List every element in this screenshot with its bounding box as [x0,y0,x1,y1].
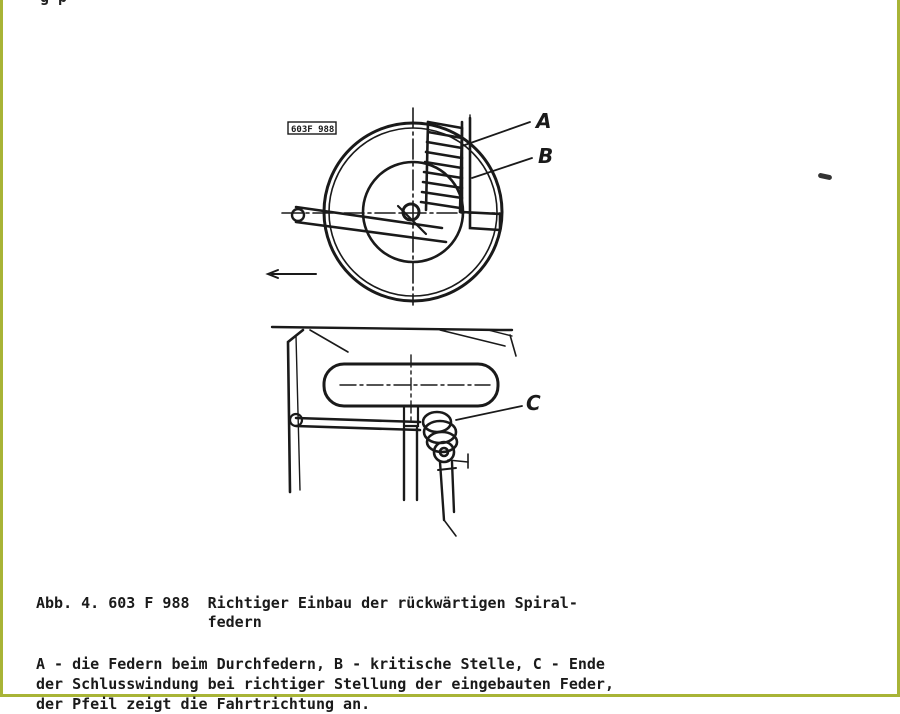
side-pivot [288,412,304,428]
spring-installation-figure: 603F 988 A B C [265,107,553,537]
figure-legend: A - die Federn beim Durchfedern, B - kri… [36,654,614,714]
label-a: A [534,109,551,133]
leader-line-a [461,121,531,147]
leader-line-c [455,405,523,421]
label-b: B [538,144,553,168]
side-arm-upper [294,416,422,424]
legend-line-2: der Schlusswindung bei richtiger Stellun… [36,675,614,693]
figure-stamp-text: 603F 988 [291,125,334,135]
figure-caption: Abb. 4. 603 F 988 Richtiger Einbau der r… [36,594,578,632]
side-arm-lower [294,424,422,432]
legend-line-1: A - die Federn beim Durchfedern, B - kri… [36,655,605,673]
caption-line-1: Abb. 4. 603 F 988 Richtiger Einbau der r… [36,594,578,612]
leader-line-b [471,157,533,179]
cut-off-header-text: g p [40,0,67,6]
frame-side-bracket [286,328,305,494]
spring-end-c [421,410,459,464]
frame-top-line [270,325,514,332]
shock-rod [438,460,446,522]
legend-line-3: der Pfeil zeigt die Fahrtrichtung an. [36,695,371,713]
caption-line-2: federn [36,613,262,631]
figure-stamp-box [287,121,337,135]
arm-pivot [290,207,306,223]
label-c: C [526,391,541,415]
direction-arrow-head [265,269,279,279]
swing-arm-lower [294,220,448,244]
